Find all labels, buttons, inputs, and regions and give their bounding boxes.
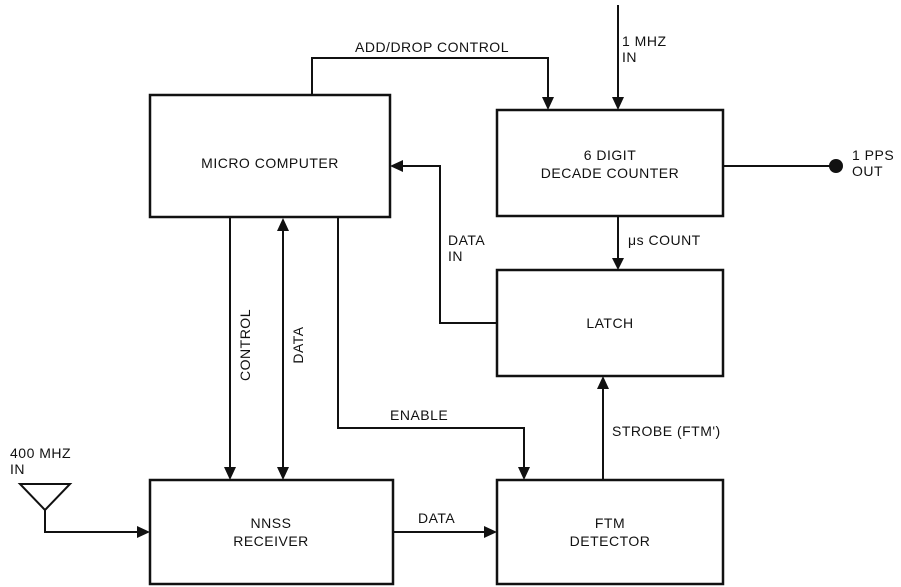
control-label: CONTROL — [237, 309, 253, 381]
receiver-to-ftm-data-label: DATA — [418, 510, 455, 526]
ftm-detector-label-line2: DETECTOR — [570, 533, 651, 549]
rf-input-label-line2: IN — [10, 461, 25, 477]
latch-label: LATCH — [586, 315, 633, 331]
receiver-to-ftm-data-line — [393, 526, 497, 538]
latch-block: LATCH — [495, 268, 725, 378]
strobe-label: STROBE (FTM') — [612, 423, 721, 439]
enable-label: ENABLE — [390, 407, 448, 423]
decade-counter-block: 6 DIGIT DECADE COUNTER — [495, 108, 725, 218]
micro-computer-label: MICRO COMPUTER — [201, 155, 339, 171]
clock-input-label-line1: 1 MHZ — [622, 33, 667, 49]
bidirectional-data-line — [277, 218, 289, 480]
rf-input-label-line1: 400 MHZ — [10, 445, 71, 461]
strobe-line — [597, 376, 609, 480]
nnss-receiver-label-line2: RECEIVER — [233, 533, 309, 549]
decade-counter-label-line1: 6 DIGIT — [584, 147, 637, 163]
control-line — [224, 217, 236, 480]
data-in-line — [390, 160, 497, 324]
decade-counter-label-line2: DECADE COUNTER — [541, 165, 679, 181]
clock-input-label-line2: IN — [622, 49, 637, 65]
ftm-detector-label-line1: FTM — [595, 515, 625, 531]
data-in-label-line2: IN — [448, 248, 463, 264]
nnss-receiver-block: NNSS RECEIVER — [148, 478, 395, 586]
clock-input-line — [612, 5, 624, 110]
micro-computer-block: MICRO COMPUTER — [148, 93, 392, 219]
antenna-icon — [17, 483, 150, 538]
bidirectional-data-label: DATA — [290, 326, 306, 363]
us-count-line — [612, 216, 624, 270]
add-drop-control-line — [311, 57, 554, 110]
nnss-receiver-label-line1: NNSS — [251, 515, 292, 531]
pps-output-label-line1: 1 PPS — [852, 147, 894, 163]
us-count-label: μs COUNT — [628, 232, 701, 248]
pps-output-line — [723, 159, 843, 173]
enable-line — [337, 217, 530, 480]
add-drop-control-label: ADD/DROP CONTROL — [355, 39, 509, 55]
ftm-detector-block: FTM DETECTOR — [495, 478, 725, 586]
data-in-label-line1: DATA — [448, 232, 485, 248]
pps-output-label-line2: OUT — [852, 163, 883, 179]
